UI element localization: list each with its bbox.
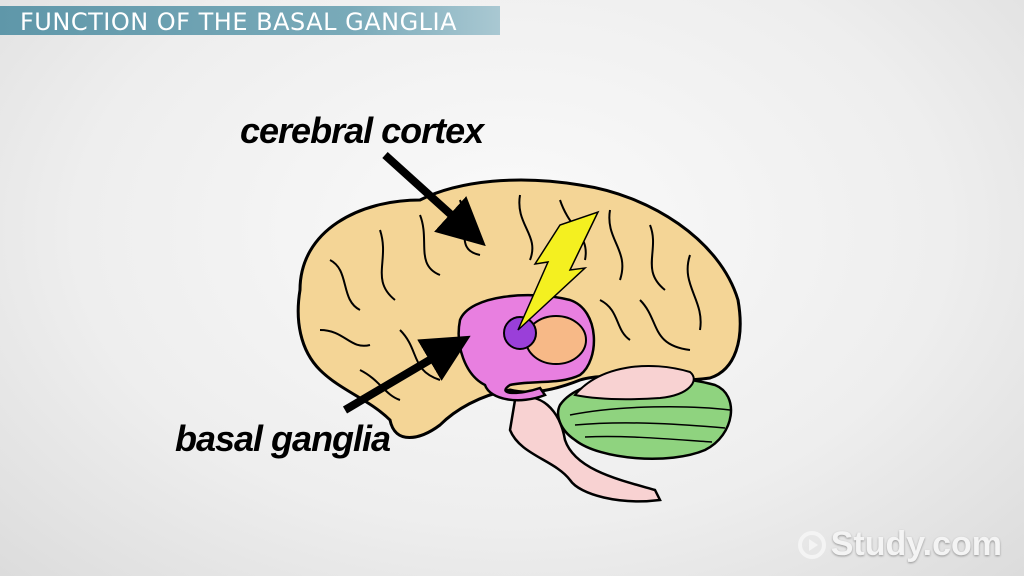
cerebral-cortex-label: cerebral cortex	[240, 110, 484, 151]
study-logo: Study.com	[797, 525, 1002, 564]
basal-ganglia-arrow	[342, 335, 471, 414]
logo-text: Study.com	[830, 525, 1002, 563]
play-circle-icon	[797, 530, 826, 559]
lightning-icon	[517, 210, 600, 331]
title-bar: FUNCTION OF THE BASAL GANGLIA	[0, 6, 500, 36]
cortex-arrow	[382, 152, 486, 247]
basal-ganglia-label: basal ganglia	[175, 418, 391, 459]
slide-title: FUNCTION OF THE BASAL GANGLIA	[20, 8, 458, 36]
nucleus	[503, 316, 537, 350]
